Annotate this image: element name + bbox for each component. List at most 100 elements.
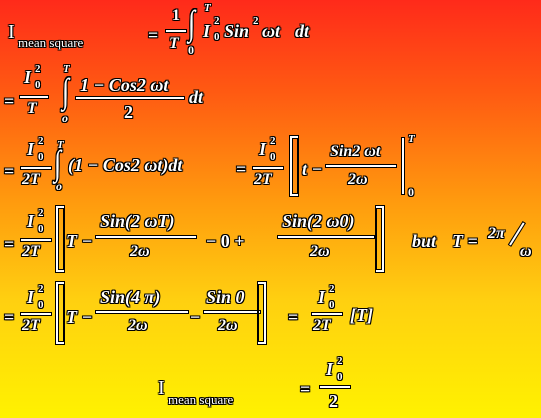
omega-t: ωt [262,21,281,41]
evaluation-bar [402,138,404,194]
denominator: 2 [124,102,133,122]
fraction-bar-3 [278,236,374,238]
integral-sign: ∫ [54,143,62,183]
current-i: I [27,211,35,231]
fraction-bar-3 [326,165,396,167]
integral-upper-limit: T [57,139,64,151]
sin-denominator: 2ω [348,171,368,188]
fraction-bar [21,167,51,169]
equals-sign: = [4,91,15,111]
t-minus: t − [302,159,323,179]
left-bracket [56,206,64,272]
two-pi: 2π [488,225,505,242]
fraction-bar [320,386,350,388]
mean-square-subscript: mean square [168,392,234,407]
current-i: I [27,139,35,159]
i-symbol: I [158,377,165,399]
integral-lower-limit: o [62,111,68,125]
current-subscript: 0 [38,223,44,235]
t-minus: T − [66,231,93,251]
current-subscript: 0 [337,371,343,383]
fraction-denominator: T [27,100,37,117]
dt: dt [295,21,310,41]
current-superscript-2: 2 [329,283,335,295]
current-superscript: 2 [35,63,41,75]
right-bracket [258,282,266,344]
integral-upper-limit: T [204,2,211,14]
current-i-2: I [318,287,326,307]
current-subscript-2: 0 [270,151,276,163]
current-superscript: 2 [38,207,44,219]
sin-denominator-1: 2ω [128,317,148,334]
fraction-denominator: 2 [329,391,338,411]
sin-function: Sin [224,21,250,41]
but-text: but [412,231,437,251]
fraction-bar [166,30,186,32]
fraction-bar-2 [96,311,188,313]
left-bracket [290,136,298,196]
equals-sign-2: = [236,159,247,179]
current-superscript-2: 2 [270,135,276,147]
sin-numerator-1: Sin(4 π) [100,287,161,307]
fraction-denominator-2: 2T [254,171,272,188]
current-i-2: I [259,139,267,159]
omega: ω [520,243,532,260]
sin-numerator-2: Sin(2 ω0) [282,211,355,231]
t-minus: T − [66,307,93,327]
integral-upper-limit: T [63,63,70,75]
sin-denominator-2: 2ω [218,317,238,334]
current-superscript: 2 [214,15,220,27]
integral-lower-limit: o [56,179,62,193]
bracketed-t: [T] [350,305,373,325]
current-superscript: 2 [38,283,44,295]
fraction-denominator: 2T [22,243,40,260]
equals-sign-2: = [288,307,299,327]
evaluation-lower-limit: 0 [408,185,414,199]
integral-sign: ∫ [62,71,70,111]
current-i: I [326,359,334,379]
fraction-bar-2 [96,236,196,238]
integral-sign: ∫ [188,3,196,43]
current-superscript: 2 [337,355,343,367]
fraction-bar [76,97,184,99]
dt: dt [189,87,204,107]
fraction-bar [21,239,51,241]
left-bracket [56,282,64,344]
fraction-bar-2 [253,167,283,169]
current-i: I [203,21,211,41]
current-superscript: 2 [38,135,44,147]
sin-denominator-2: 2ω [310,243,330,260]
sin-numerator: Sin2 ωt [330,143,381,160]
equals-sign: = [300,379,311,399]
mean-square-subscript: mean square [18,35,84,50]
sin-numerator-1: Sin(2 ωT) [100,211,175,231]
fraction-denominator: 2T [22,317,40,334]
sin-numerator-2: Sin 0 [206,287,245,307]
minus-sign: − [190,307,201,327]
current-i: I [24,67,32,87]
equals-sign: = [4,234,15,254]
fraction-numerator: 1 [172,7,180,24]
numerator: 1 − Cos2 ωt [80,75,169,95]
current-i: I [27,287,35,307]
current-subscript: 0 [38,299,44,311]
i-symbol: I [8,21,15,43]
current-subscript: 0 [214,31,220,43]
fraction-bar-3 [204,311,260,313]
evaluation-upper-limit: T [408,133,415,145]
t-equals: T = [452,231,478,251]
current-subscript: 0 [38,151,44,163]
equals-sign: = [4,161,15,181]
equals-sign: = [4,307,15,327]
fraction-bar [20,96,48,98]
right-bracket [376,206,384,272]
current-subscript: 0 [35,79,41,91]
equals-sign: = [148,25,159,45]
sin-denominator-1: 2ω [130,243,150,260]
sin-superscript: 2 [253,15,259,27]
fraction-denominator-2: 2T [313,317,331,334]
fraction-bar [21,313,51,315]
fraction-bar-4 [312,313,342,315]
integrand: (1 − Cos2 ωt)dt [68,155,183,175]
